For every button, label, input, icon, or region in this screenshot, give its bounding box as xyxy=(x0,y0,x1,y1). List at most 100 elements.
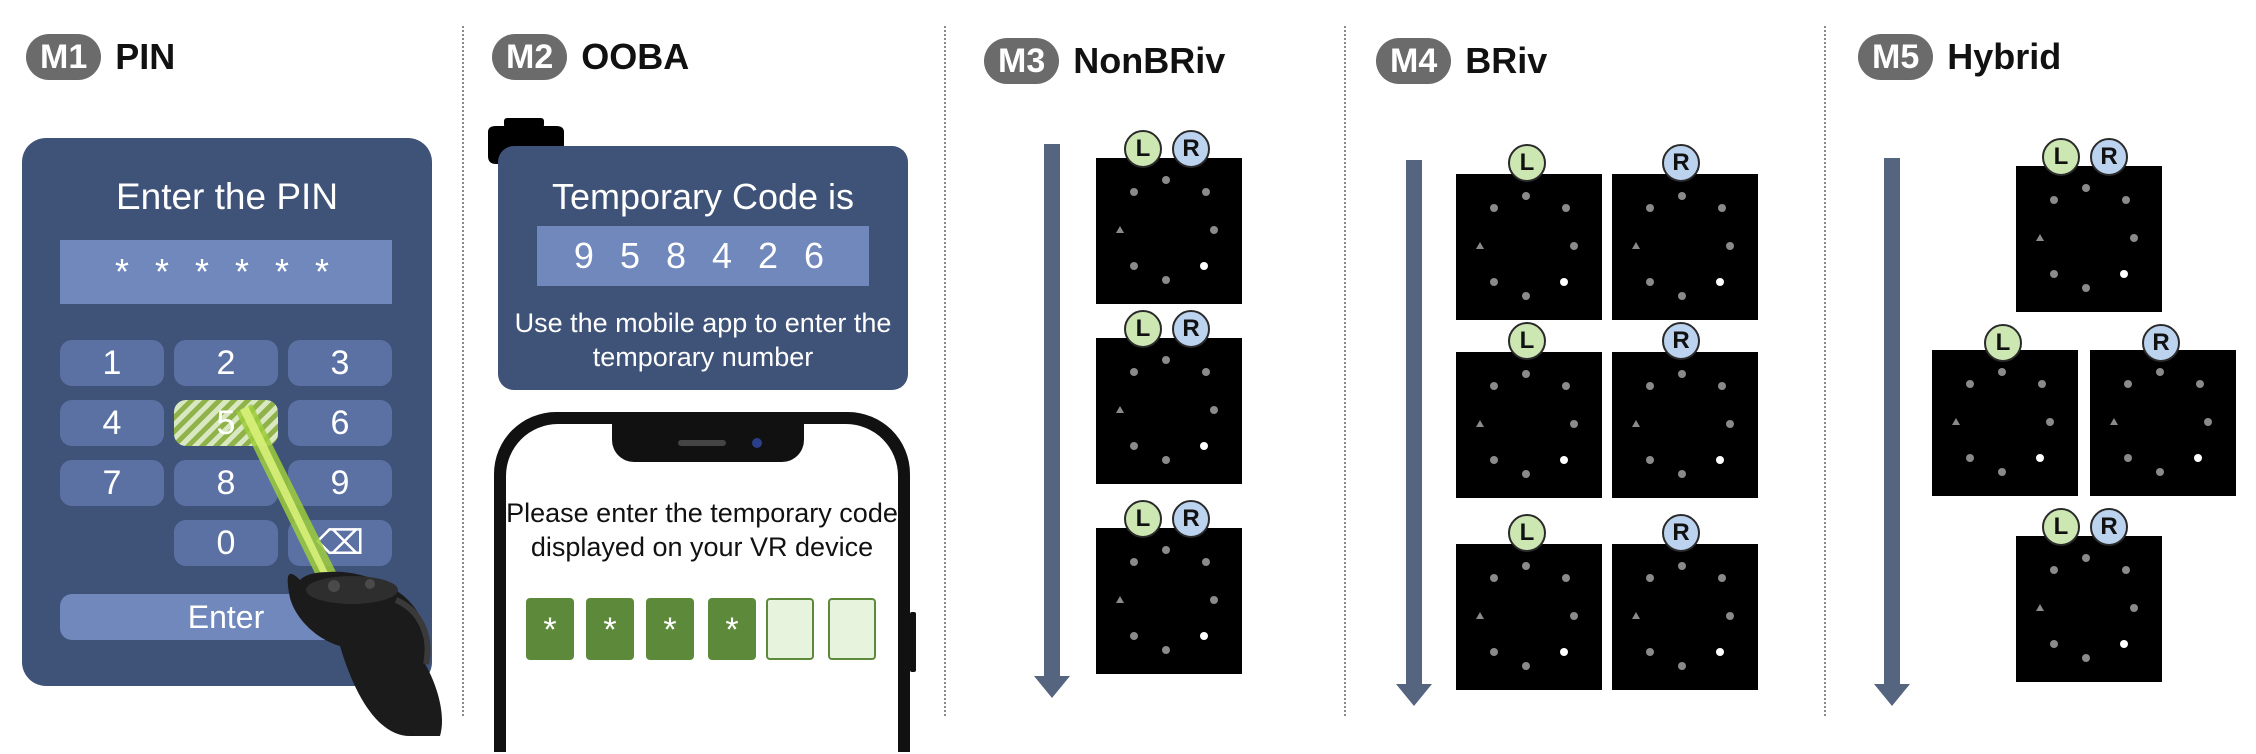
stimulus-dot xyxy=(1678,292,1686,300)
phone-notch xyxy=(612,422,804,462)
key-2[interactable]: 2 xyxy=(174,340,278,386)
code-cell-3[interactable]: * xyxy=(646,598,694,660)
stimulus-dot xyxy=(1202,558,1210,566)
stimulus-dot xyxy=(1490,278,1498,286)
method-badge: M1 xyxy=(26,34,102,80)
key-4[interactable]: 4 xyxy=(60,400,164,446)
code-cell-2[interactable]: * xyxy=(586,598,634,660)
stimulus-dot xyxy=(1562,204,1570,212)
stimulus-dot xyxy=(1162,456,1170,464)
method-badge: M3 xyxy=(984,38,1060,84)
stimulus-dot xyxy=(1560,648,1568,656)
stimulus-dot xyxy=(1726,242,1734,250)
stimulus-dot xyxy=(2082,284,2090,292)
stimulus-dot xyxy=(2130,604,2138,612)
triangle-marker xyxy=(1632,242,1640,249)
stimulus-dot xyxy=(2122,196,2130,204)
stimulus-square xyxy=(2016,166,2162,312)
stimulus-dot xyxy=(1646,278,1654,286)
code-cell-5[interactable] xyxy=(766,598,814,660)
stimulus-dot xyxy=(1726,420,1734,428)
stimulus-dot xyxy=(1522,192,1530,200)
stimulus-dot xyxy=(1678,370,1686,378)
stimulus-dot xyxy=(2050,196,2058,204)
stimulus-dot xyxy=(1130,632,1138,640)
stimulus-dot xyxy=(1490,648,1498,656)
right-eye-badge: R xyxy=(2090,508,2128,546)
stimulus-dot xyxy=(1130,442,1138,450)
method-title: Hybrid xyxy=(1947,36,2062,77)
method-title: OOBA xyxy=(581,36,690,77)
arrowhead-icon xyxy=(1874,684,1910,706)
pin-title: Enter the PIN xyxy=(115,176,339,217)
method-badge: M2 xyxy=(492,34,568,80)
left-eye-badge: L xyxy=(1508,144,1546,182)
left-eye-badge: L xyxy=(1984,324,2022,362)
stimulus-dot xyxy=(2082,184,2090,192)
key-0[interactable]: 0 xyxy=(174,520,278,566)
pin-field[interactable]: * * * * * * xyxy=(60,240,392,304)
stimulus-dot xyxy=(2120,640,2128,648)
stimulus-dot xyxy=(2036,454,2044,462)
stimulus-dot xyxy=(1646,648,1654,656)
stimulus-dot xyxy=(2050,566,2058,574)
stimulus-dot xyxy=(1646,204,1654,212)
stimulus-dot xyxy=(1678,470,1686,478)
stimulus-dot xyxy=(2082,654,2090,662)
stimulus-dot xyxy=(1202,188,1210,196)
right-eye-badge: R xyxy=(2090,138,2128,176)
key-8[interactable]: 8 xyxy=(174,460,278,506)
method-header-m3: M3 NonBRiv xyxy=(984,38,1225,84)
arrowhead-icon xyxy=(1396,684,1432,706)
stimulus-square xyxy=(1612,352,1758,498)
stimulus-dot xyxy=(1200,442,1208,450)
method-header-m4: M4 BRiv xyxy=(1376,38,1547,84)
temporary-code-card: Temporary Code is 9 5 8 4 2 6 Use the mo… xyxy=(498,146,908,390)
triangle-marker xyxy=(1632,420,1640,427)
stimulus-dot xyxy=(2082,554,2090,562)
stimulus-square xyxy=(1456,352,1602,498)
vr-controller xyxy=(236,404,443,736)
key-3[interactable]: 3 xyxy=(288,340,392,386)
code-cell-4[interactable]: * xyxy=(708,598,756,660)
stimulus-dot xyxy=(1130,262,1138,270)
stimulus-dot xyxy=(1562,574,1570,582)
right-eye-badge: R xyxy=(1172,130,1210,168)
pin-pad: Enter the PIN * * * * * * 1 2 3 4 5 6 7 … xyxy=(22,138,432,686)
stimulus-square xyxy=(1096,528,1242,674)
key-7[interactable]: 7 xyxy=(60,460,164,506)
stimulus-dot xyxy=(2046,418,2054,426)
stimulus-dot xyxy=(1646,456,1654,464)
stimulus-dot xyxy=(1716,456,1724,464)
stimulus-dot xyxy=(1490,456,1498,464)
method-title: NonBRiv xyxy=(1073,40,1226,81)
stimulus-dot xyxy=(1130,368,1138,376)
stimulus-dot xyxy=(2196,380,2204,388)
stimulus-dot xyxy=(1678,662,1686,670)
stimulus-dot xyxy=(1202,368,1210,376)
sequence-arrow xyxy=(1044,144,1060,678)
sequence-arrow xyxy=(1884,158,1900,686)
triangle-marker xyxy=(2036,604,2044,611)
stimulus-dot xyxy=(2050,270,2058,278)
triangle-marker xyxy=(1116,406,1124,413)
key-9[interactable]: 9 xyxy=(288,460,392,506)
left-eye-badge: L xyxy=(1508,514,1546,552)
stimulus-square xyxy=(1456,544,1602,690)
key-1[interactable]: 1 xyxy=(60,340,164,386)
stimulus-dot xyxy=(1130,558,1138,566)
sequence-arrow xyxy=(1406,160,1422,686)
code-cell-1[interactable]: * xyxy=(526,598,574,660)
stimulus-dot xyxy=(2038,380,2046,388)
stimulus-dot xyxy=(1998,468,2006,476)
key-6[interactable]: 6 xyxy=(288,400,392,446)
stimulus-dot xyxy=(1678,562,1686,570)
code-instruction: Use the mobile app to enter the temporar… xyxy=(514,308,892,372)
code-cell-6[interactable] xyxy=(828,598,876,660)
method-badge: M5 xyxy=(1858,34,1934,80)
stimulus-dot xyxy=(1522,662,1530,670)
stimulus-dot xyxy=(1522,470,1530,478)
stimulus-square xyxy=(1096,338,1242,484)
phone-prompt: Please enter the temporary code displaye… xyxy=(506,498,898,562)
stimulus-dot xyxy=(1162,546,1170,554)
